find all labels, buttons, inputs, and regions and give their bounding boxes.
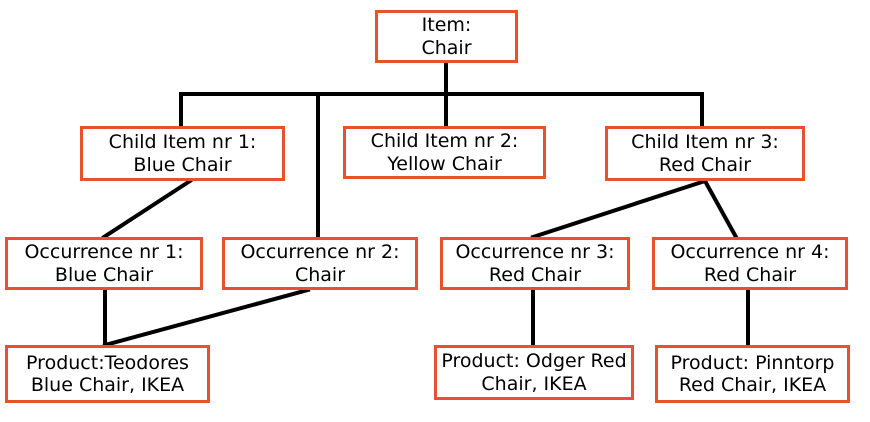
- connector-child-item-3-to-occurrence-3: [530, 178, 708, 240]
- node-label-line: Child Item nr 2:: [370, 130, 519, 153]
- node-label-line: Child Item nr 1:: [108, 131, 257, 154]
- node-occurrence-1-blue-chair[interactable]: Occurrence nr 1:Blue Chair: [5, 237, 203, 290]
- node-label-line: Blue Chair, IKEA: [30, 374, 185, 396]
- node-occurrence-2-chair[interactable]: Occurrence nr 2:Chair: [222, 237, 418, 290]
- node-label-line: Occurrence nr 2:: [240, 241, 400, 264]
- node-label-line: Product: Pinntorp: [670, 351, 835, 374]
- node-child-item-2-yellow-chair[interactable]: Child Item nr 2:Yellow Chair: [343, 126, 546, 179]
- node-label-line: Chair: [294, 263, 346, 286]
- node-label-line: Blue Chair: [54, 263, 154, 286]
- node-label-line: Red Chair: [658, 153, 752, 176]
- node-item-chair[interactable]: Item:Chair: [375, 10, 518, 63]
- node-child-item-1-blue-chair[interactable]: Child Item nr 1:Blue Chair: [80, 126, 285, 181]
- node-label-line: Blue Chair: [133, 153, 232, 176]
- node-label-line: Chair, IKEA: [481, 372, 587, 395]
- node-occurrence-4-red-chair[interactable]: Occurrence nr 4:Red Chair: [652, 237, 848, 290]
- node-label-line: Child Item nr 3:: [631, 131, 779, 154]
- connector-child-item-1-to-occurrence-1: [101, 178, 193, 240]
- node-label-line: Occurrence nr 4:: [670, 241, 830, 264]
- connector-child-item-3-to-occurrence-4: [702, 178, 739, 240]
- node-label-line: Red Chair: [488, 263, 582, 286]
- node-occurrence-3-red-chair[interactable]: Occurrence nr 3:Red Chair: [440, 237, 630, 290]
- node-label-line: Chair: [421, 36, 472, 59]
- node-child-item-3-red-chair[interactable]: Child Item nr 3:Red Chair: [605, 126, 805, 181]
- node-label-line: Occurrence nr 3:: [455, 241, 615, 264]
- node-label-line: Yellow Chair: [387, 152, 502, 175]
- node-label-line: Occurrence nr 1:: [24, 241, 184, 264]
- node-label-line: Product: Odger Red: [441, 350, 627, 373]
- node-label-line: Red Chair: [703, 263, 797, 286]
- node-label-line: Red Chair, IKEA: [678, 374, 827, 396]
- connector-occurrence-2-to-product-teodores: [102, 287, 311, 348]
- node-label-line: Product:Teodores: [26, 351, 189, 374]
- node-label-line: Item:: [421, 14, 472, 37]
